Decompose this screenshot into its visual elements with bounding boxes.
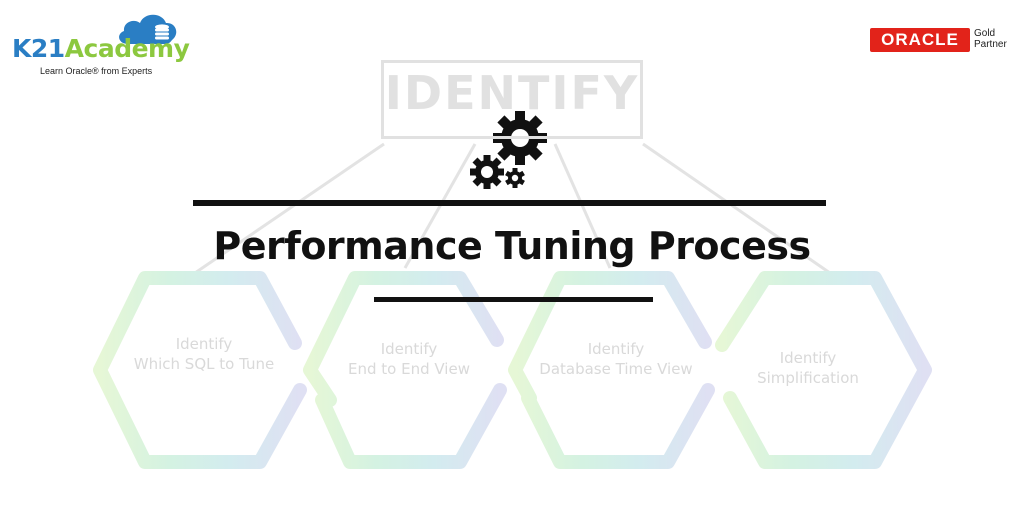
step-1-line1: Identify <box>175 335 233 353</box>
identify-frame <box>381 60 643 139</box>
connector-lines <box>191 142 831 277</box>
title-rule-top <box>193 200 826 206</box>
cloud-database-icon <box>119 14 177 44</box>
brand-tagline: Learn Oracle® from Experts <box>40 66 153 76</box>
brand-logo: K21Academy Learn Oracle® from Experts <box>10 10 190 80</box>
hexagon-step-4 <box>715 271 932 469</box>
partner-level-line1: Gold <box>974 28 996 39</box>
title-rule-bottom <box>374 297 653 302</box>
step-label-3: Identify Database Time View <box>516 339 716 379</box>
step-2-line1: Identify <box>380 340 438 358</box>
page-title: Performance Tuning Process <box>213 224 811 268</box>
step-3-line1: Identify <box>587 340 645 358</box>
hexagon-step-1 <box>93 271 307 469</box>
step-4-line1: Identify <box>779 349 837 367</box>
hexagon-step-3 <box>508 271 715 469</box>
step-label-1: Identify Which SQL to Tune <box>114 334 294 374</box>
partner-badge: ORACLE Gold Partner <box>870 28 1020 54</box>
identify-heading: IDENTIFY <box>384 66 640 120</box>
step-1-line2: Which SQL to Tune <box>133 355 275 373</box>
step-4-line2: Simplification <box>757 369 859 387</box>
step-2-line2: End to End View <box>348 360 470 378</box>
step-3-line2: Database Time View <box>539 360 693 378</box>
step-label-2: Identify End to End View <box>319 339 499 379</box>
brand-name-prefix: K21 <box>12 34 65 63</box>
partner-level-line2: Partner <box>974 39 1007 50</box>
oracle-wordmark: ORACLE <box>881 30 959 49</box>
oracle-logo: ORACLE <box>870 28 970 52</box>
partner-level: Gold Partner <box>974 28 1007 50</box>
brand-name: K21Academy <box>12 34 190 63</box>
step-label-4: Identify Simplification <box>718 348 898 388</box>
brand-name-suffix: Academy <box>64 34 190 63</box>
